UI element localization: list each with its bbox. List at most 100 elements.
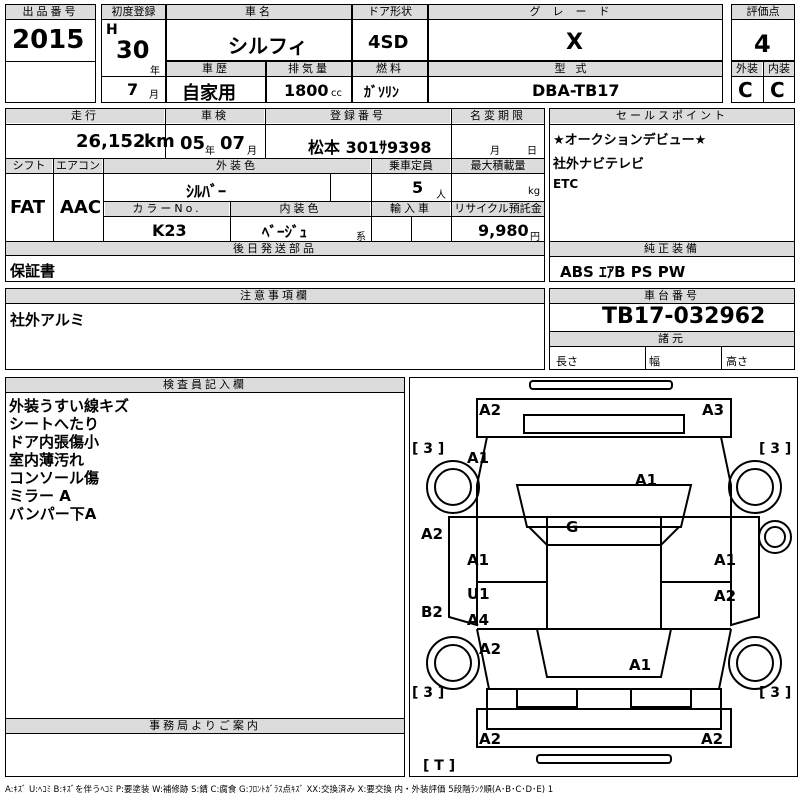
- first-reg-box: [101, 4, 166, 103]
- shift-value: FAT: [10, 197, 46, 218]
- notes-value: 社外アルミ: [10, 311, 85, 329]
- exterior-value: C: [738, 78, 753, 102]
- damage-mark: A1: [714, 551, 736, 569]
- inspection-month: 07: [220, 133, 246, 154]
- reg-year: 30: [116, 36, 150, 64]
- color-no-header: カラーNo.: [105, 202, 229, 216]
- chassis-header: 車台番号: [550, 289, 794, 303]
- inspector-header: 検査員記入欄: [6, 378, 404, 392]
- displacement-value: 1800: [284, 81, 329, 100]
- model-header: 型式: [429, 62, 722, 76]
- ext-color-header: 外装色: [104, 159, 370, 173]
- year-unit: 年: [150, 66, 160, 77]
- damage-mark: A1: [467, 449, 489, 467]
- fuel-value: ｶﾞｿﾘﾝ: [364, 85, 399, 101]
- interior-header: 内装: [764, 62, 794, 76]
- cc-unit: cc: [331, 88, 342, 99]
- model-box: [428, 61, 723, 103]
- capacity-header: 乗車定員: [372, 159, 450, 173]
- inspector-note-1: 外装うすい線キズ: [9, 397, 130, 415]
- recycle-header: リサイクル預託金: [452, 202, 544, 216]
- score-value: 4: [754, 30, 771, 58]
- damage-mark: A2: [479, 730, 501, 748]
- car-name-header: 車名: [167, 5, 351, 19]
- damage-mark: A1: [467, 551, 489, 569]
- first-reg-header: 初度登録: [102, 5, 165, 19]
- sales-point-1: ★オークションデビュー★: [553, 133, 707, 148]
- height-label: 高さ: [726, 355, 748, 368]
- insp-year-unit: 年: [205, 146, 215, 157]
- person-unit: 人: [436, 190, 446, 201]
- damage-mark: B2: [421, 603, 443, 621]
- name-change-header: 名変期限: [452, 109, 544, 123]
- tire-rating: [ 3 ]: [412, 685, 444, 701]
- history-value: 自家用: [182, 83, 236, 104]
- tire-rating: [ 3 ]: [759, 441, 791, 457]
- displacement-header: 排気量: [267, 62, 351, 76]
- legend-text: A:ｷｽﾞ U:ﾍｺﾐ B:ｷｽﾞを伴うﾍｺﾐ P:要塗装 W:補修跡 S:錆 …: [5, 785, 554, 795]
- later-parts-value: 保証書: [10, 262, 56, 280]
- door-type: 4SD: [368, 32, 409, 53]
- displacement-box: [266, 61, 352, 103]
- sales-point-2: 社外ナビテレビ: [553, 157, 645, 172]
- yen-unit: 円: [530, 232, 540, 243]
- lot-number: 2015: [12, 25, 85, 55]
- damage-mark: A2: [714, 587, 736, 605]
- sales-point-3: ETC: [553, 177, 579, 191]
- inspector-note-2: シートへたり: [9, 415, 100, 433]
- damage-diagram-box: [409, 377, 798, 777]
- chassis-value: TB17-032962: [602, 304, 766, 329]
- fuel-box: [352, 61, 428, 103]
- inspection-header: 車検: [166, 109, 264, 123]
- chassis-box: [549, 288, 795, 370]
- damage-mark: A2: [421, 525, 443, 543]
- insp-month-unit: 月: [247, 146, 257, 157]
- mileage-header: 走行: [6, 109, 164, 123]
- aircon-value: AAC: [60, 197, 102, 218]
- width-label: 幅: [649, 355, 660, 368]
- damage-mark: A2: [479, 401, 501, 419]
- import-header: 輸入車: [372, 202, 450, 216]
- score-box: [731, 4, 795, 61]
- nc-month-unit: 月: [490, 146, 500, 157]
- ext-color-value: ｼﾙﾊﾞｰ: [186, 182, 227, 201]
- era-label: H: [106, 22, 118, 38]
- inspector-box: [5, 377, 405, 777]
- history-box: [166, 61, 266, 103]
- notes-box: [5, 288, 545, 370]
- inspector-note-7: バンパー下A: [9, 505, 97, 523]
- inspector-note-4: 室内薄汚れ: [9, 451, 85, 469]
- dims-header: 諸元: [550, 332, 794, 346]
- car-diagram: A2 A3 A1 A1 G A2 A1 A1 U1 A2 B2 A4 A2 A1…: [412, 380, 792, 774]
- door-header: ドア形状: [353, 5, 427, 19]
- later-parts-box: [5, 255, 545, 282]
- recycle-value: 9,980: [478, 221, 529, 240]
- lot-box: [5, 4, 96, 103]
- exterior-header: 外装: [732, 62, 762, 76]
- inspector-note-3: ドア内張傷小: [9, 433, 100, 451]
- sales-point-header: セールスポイント: [550, 109, 794, 123]
- damage-mark: G: [566, 518, 578, 536]
- kg-unit: kg: [528, 186, 541, 197]
- notes-header: 注意事項欄: [6, 289, 544, 303]
- interior-value: C: [770, 78, 785, 102]
- history-header: 車歴: [167, 62, 265, 76]
- tire-rating: [ 3 ]: [412, 441, 444, 457]
- max-load-header: 最大積載量: [452, 159, 544, 173]
- later-parts-header: 後日発送部品: [6, 242, 544, 256]
- shift-header: シフト: [6, 159, 52, 173]
- inspector-note-5: コンソール傷: [9, 469, 100, 487]
- capacity-value: 5: [412, 178, 424, 197]
- lot-header: 出品番号: [6, 5, 95, 19]
- month-unit: 月: [149, 90, 159, 101]
- door-box: [352, 4, 428, 61]
- model-value: DBA-TB17: [532, 81, 620, 100]
- grade-value: X: [566, 30, 583, 55]
- reg-no-header: 登録番号: [266, 109, 450, 123]
- fuel-header: 燃料: [353, 62, 427, 76]
- mileage-value: 26,152: [76, 131, 146, 152]
- damage-mark: A1: [629, 656, 651, 674]
- office-header: 事務局よりご案内: [6, 719, 404, 733]
- inspector-note-6: ミラー A: [9, 487, 71, 505]
- km-unit: km: [144, 131, 175, 152]
